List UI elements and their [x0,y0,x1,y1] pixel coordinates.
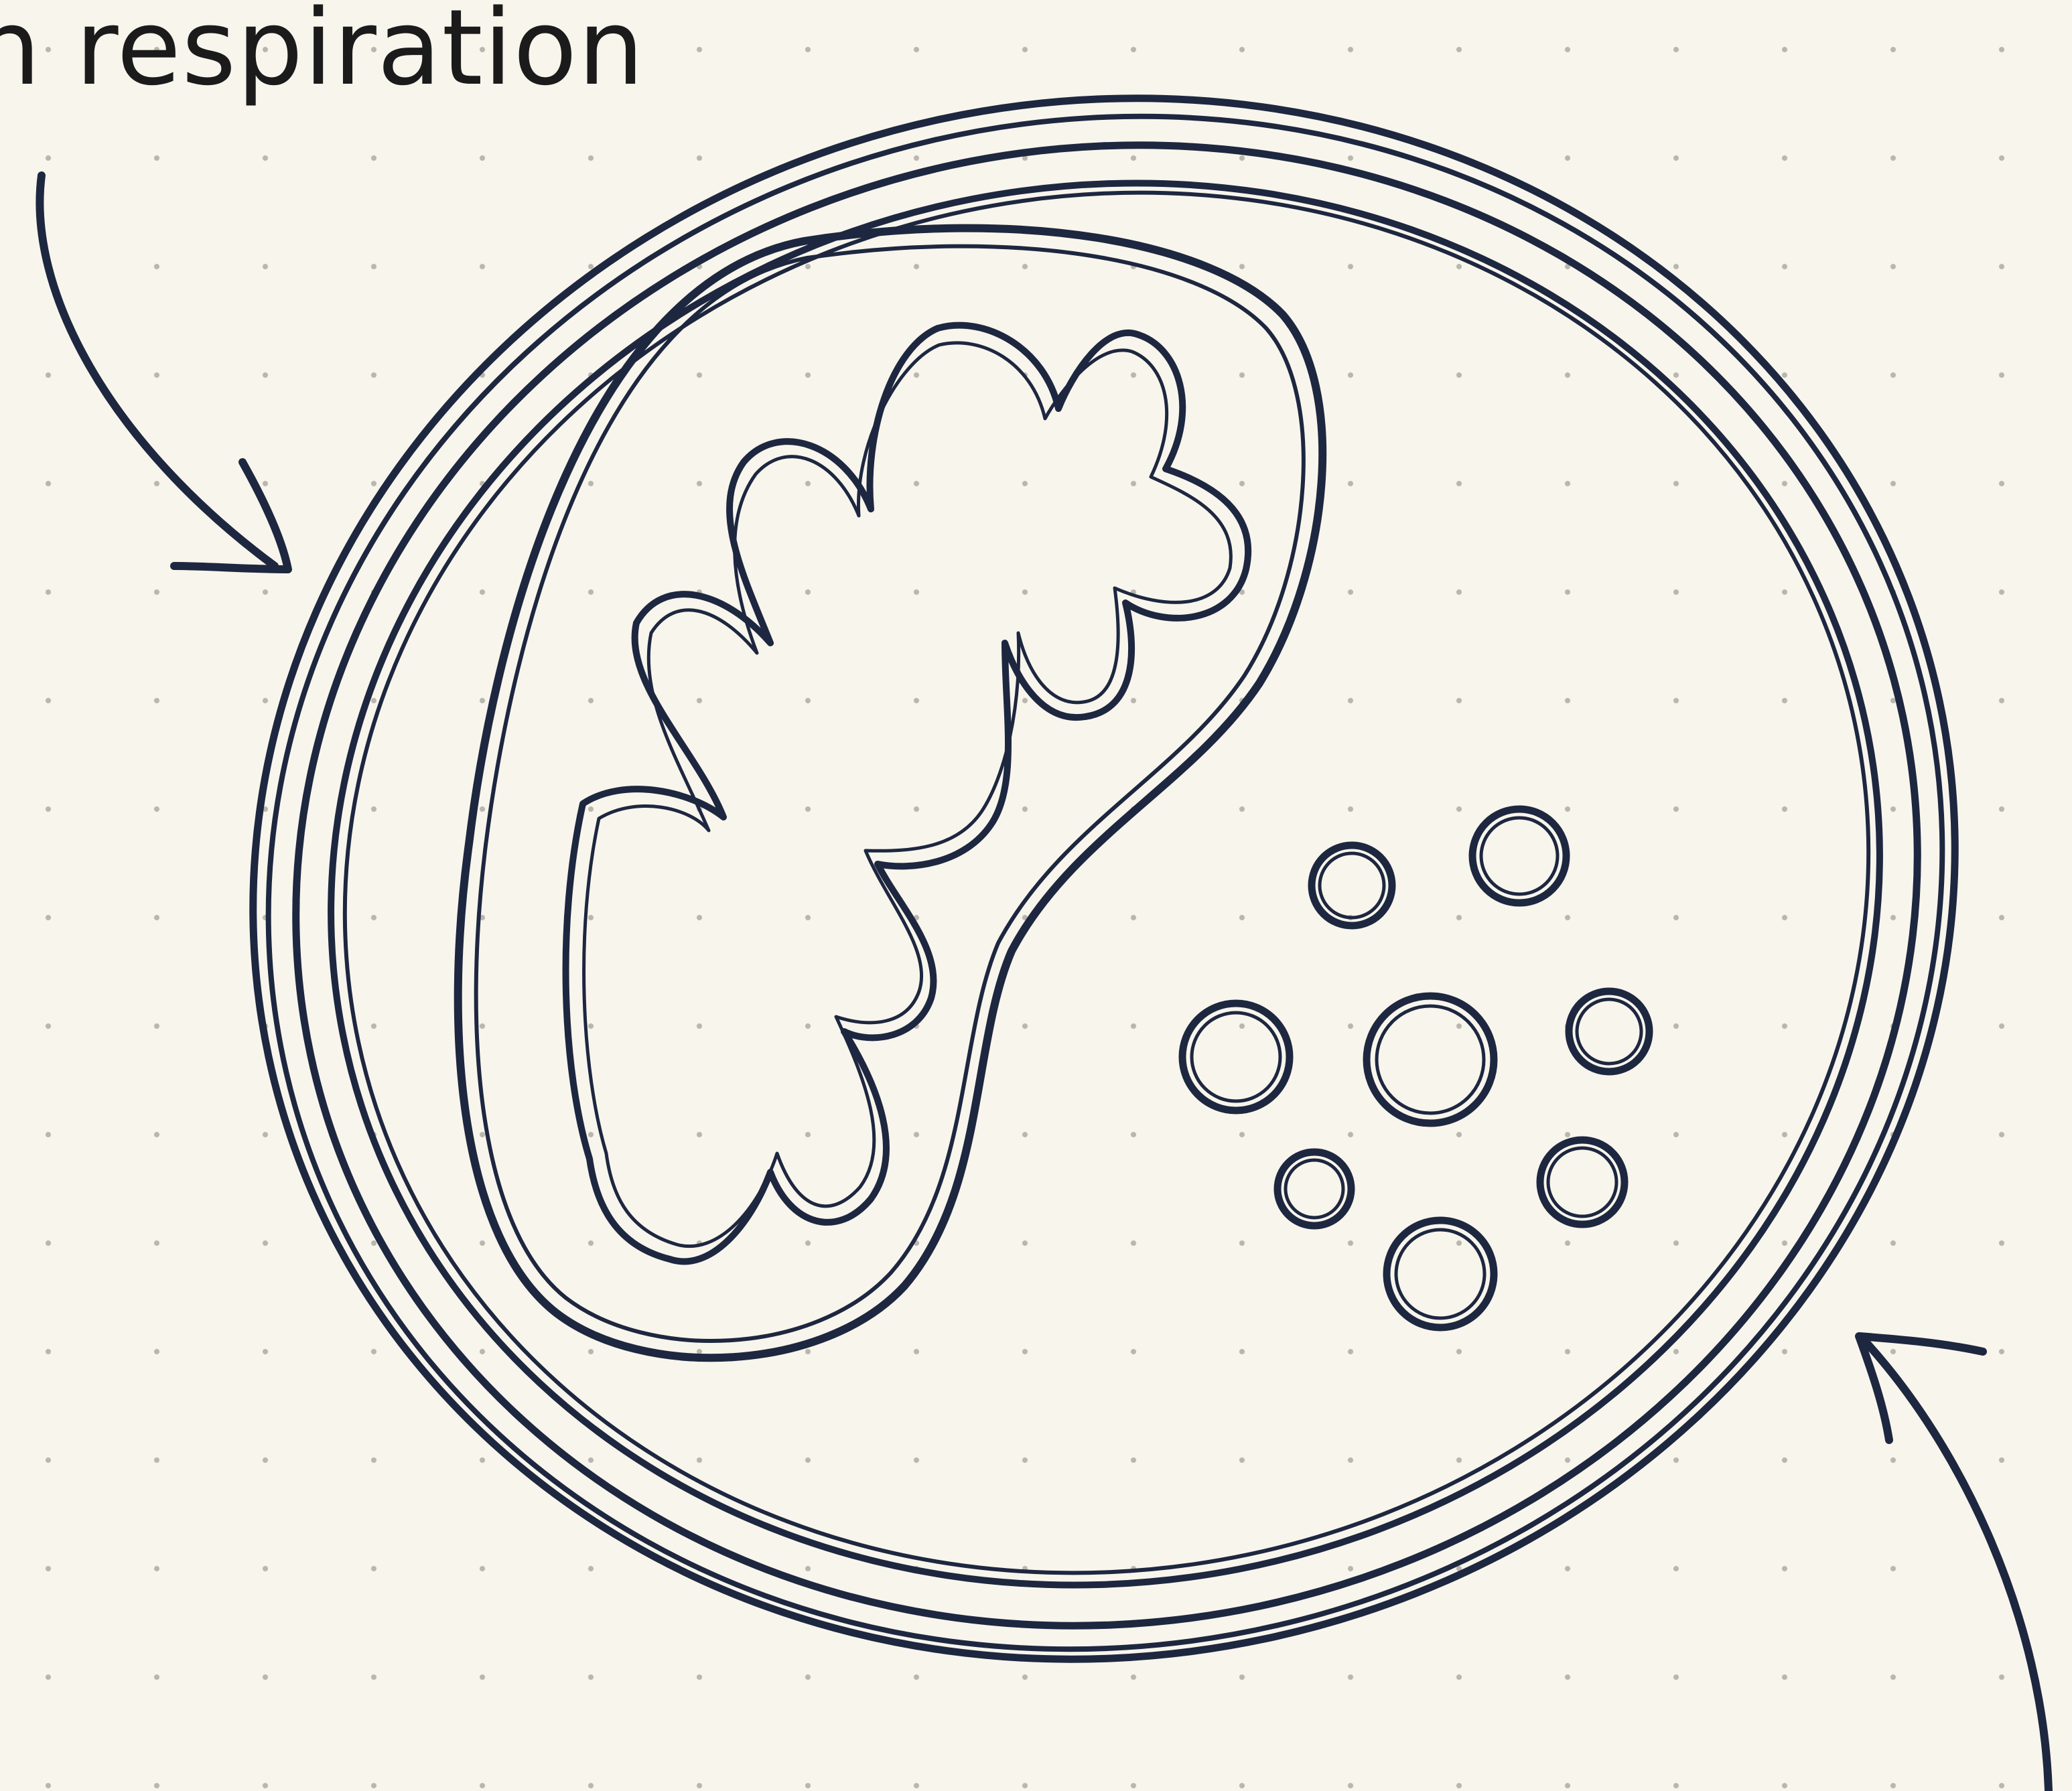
mitochondrion-cristae [566,326,1249,1262]
granule-lower-right [1540,1140,1625,1224]
granule-center [1367,996,1494,1123]
arrow-bottom-right [1859,1336,2049,1791]
cell-membrane [107,0,2072,1791]
granule-bottom [1387,1220,1494,1328]
granule-upper-right [1472,809,1566,903]
granule-lower-left [1277,1152,1351,1226]
granule-upper-left [1312,845,1392,926]
arrow-top-left [40,175,288,569]
granule-right [1569,991,1649,1072]
granule-left [1182,1003,1290,1111]
granules [1182,809,1649,1328]
